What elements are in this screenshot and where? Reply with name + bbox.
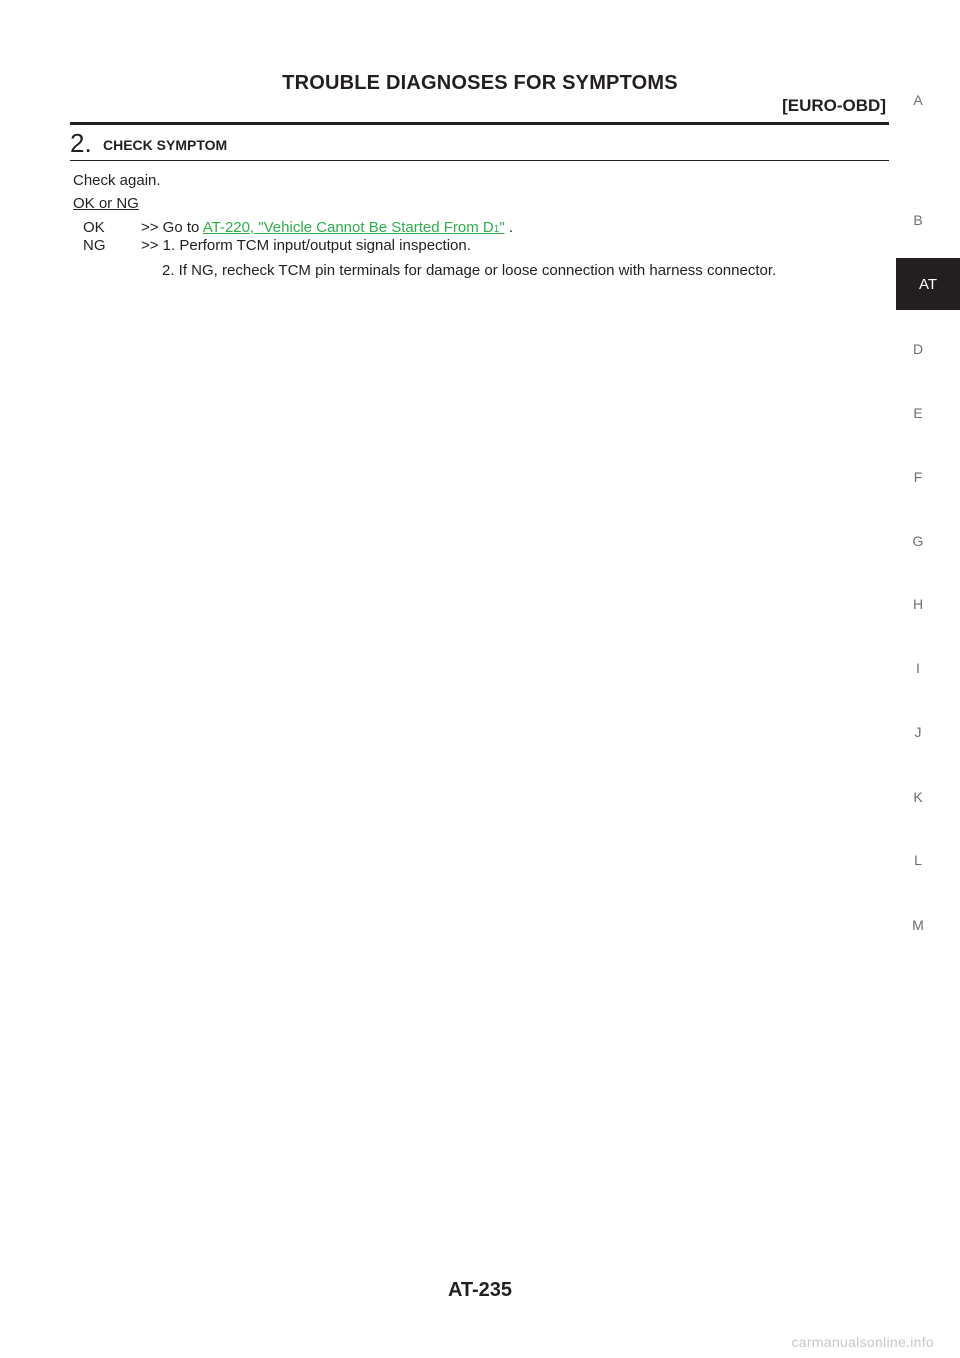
- ok-link-subscript: 1: [493, 224, 500, 235]
- side-index-e[interactable]: E: [913, 405, 923, 421]
- side-index-d[interactable]: D: [912, 341, 924, 357]
- ok-prefix: >> Go to: [141, 219, 200, 236]
- page-subtitle: [EURO-OBD]: [782, 96, 886, 115]
- ng-result-line-1: >> 1. Perform TCM input/output signal in…: [141, 237, 471, 254]
- side-index-m[interactable]: M: [912, 917, 924, 933]
- page-number: AT-235: [447, 1279, 513, 1301]
- ok-result-line: >> Go to AT-220, "Vehicle Cannot Be Star…: [141, 219, 513, 236]
- ok-link-text: AT-220, "Vehicle Cannot Be Started From …: [202, 219, 494, 236]
- side-index-h[interactable]: H: [912, 596, 924, 612]
- side-index-g[interactable]: G: [912, 533, 924, 549]
- ok-label: OK: [83, 219, 105, 236]
- header-divider: [70, 122, 889, 125]
- step-number: 2.: [70, 128, 92, 158]
- ng-label: NG: [83, 237, 106, 254]
- ok-reference-link[interactable]: AT-220, "Vehicle Cannot Be Started From …: [203, 219, 505, 236]
- side-index-at-active[interactable]: AT: [896, 258, 960, 310]
- side-index-f[interactable]: F: [913, 469, 923, 485]
- side-index-k[interactable]: K: [913, 789, 923, 805]
- watermark: carmanualsonline.info: [791, 1334, 934, 1350]
- side-index-j[interactable]: J: [914, 724, 922, 740]
- side-index-b[interactable]: B: [913, 212, 923, 228]
- page-title: TROUBLE DIAGNOSES FOR SYMPTOMS: [282, 72, 678, 94]
- step-title: CHECK SYMPTOM: [103, 137, 228, 153]
- side-index-a[interactable]: A: [913, 92, 923, 108]
- side-index-l[interactable]: L: [914, 852, 922, 868]
- ok-suffix: .: [508, 219, 513, 236]
- side-index-i[interactable]: I: [916, 660, 920, 676]
- ng-result-line-2: 2. If NG, recheck TCM pin terminals for …: [162, 262, 777, 279]
- result-heading: OK or NG: [73, 195, 139, 212]
- ok-link-end: ": [499, 219, 505, 236]
- step-instruction: Check again.: [73, 172, 161, 189]
- step-divider: [70, 160, 889, 161]
